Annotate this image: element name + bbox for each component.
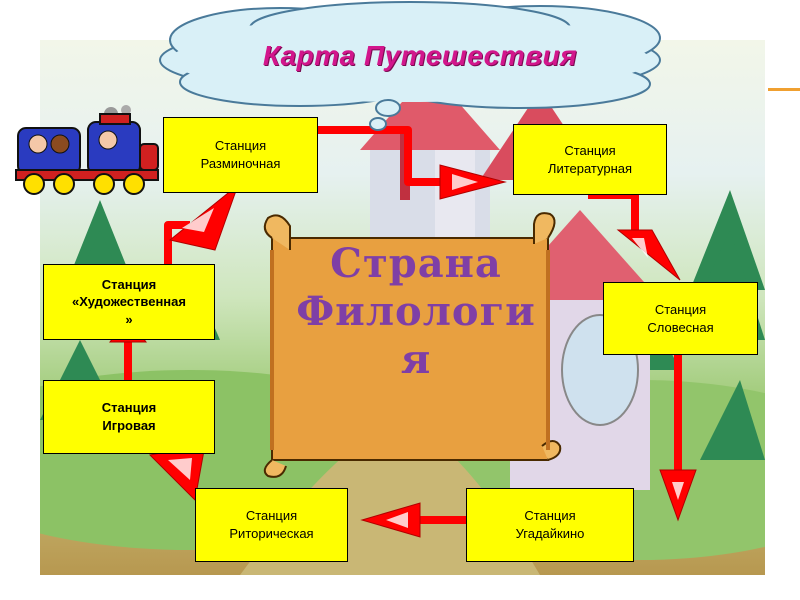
station-rhetoric-label-1: Станция [245, 508, 298, 524]
station-art-label-1: Станция [101, 276, 157, 292]
center-title-line-2: Филологи [296, 288, 536, 335]
station-warmup-label-1: Станция [214, 138, 267, 154]
station-warmup-label-2: Разминочная [200, 156, 281, 171]
station-verbal-label-1: Станция [654, 301, 707, 317]
station-verbal-label-2: Словесная [647, 319, 714, 335]
station-game-label-2: Игровая [102, 418, 156, 433]
station-literary-label-2: Литературная [547, 160, 633, 176]
station-art-label-2: «Художественная [72, 294, 186, 310]
station-game-label-1: Станция [101, 400, 157, 416]
center-title: Страна Филологи я [282, 240, 550, 384]
map-title: Карта Путешествия [262, 40, 578, 71]
station-literary-label-1: Станция [564, 142, 616, 158]
station-riddle-label-2: Угадайкино [515, 526, 585, 541]
train-icon [15, 105, 159, 195]
station-art-label-3: » [125, 311, 133, 327]
station-art[interactable]: Станция «Художественная» [43, 264, 215, 340]
station-riddle-label-1: Станция [524, 508, 576, 524]
center-title-line-1: Страна [330, 240, 502, 287]
scroll-icon [263, 212, 562, 478]
decorative-line [768, 88, 800, 91]
station-rhetoric-label-2: Риторическая [229, 526, 314, 541]
center-title-line-3: я [400, 336, 432, 383]
